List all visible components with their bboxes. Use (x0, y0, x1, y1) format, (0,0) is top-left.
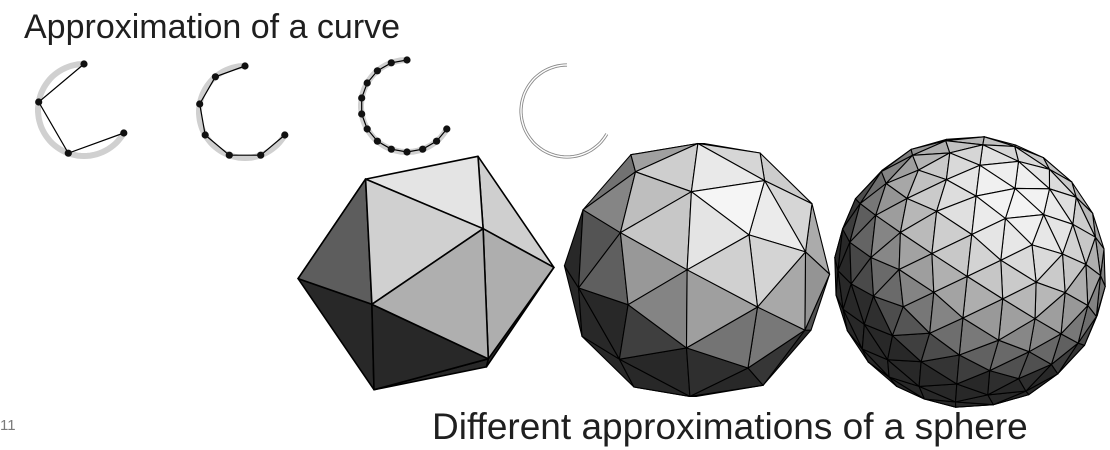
sphere-approximation (297, 155, 555, 391)
vertex-point (363, 125, 371, 133)
vertex-point (257, 151, 265, 159)
curve-approximations (35, 56, 609, 162)
vertex-point (225, 151, 233, 159)
vertex-point (358, 94, 366, 102)
sphere-approximations (297, 136, 1106, 408)
vertex-point (281, 131, 289, 139)
vertex-point (419, 145, 427, 153)
vertex-point (201, 131, 209, 139)
approximating-polyline (361, 59, 448, 153)
curve-approximation (358, 56, 451, 156)
vertex-point (196, 100, 204, 108)
true-arc (358, 57, 450, 156)
mesh-face (482, 227, 555, 360)
mesh-face (686, 234, 759, 308)
page-number: 11 (0, 417, 16, 434)
mesh-face (966, 233, 1002, 277)
vertex-point (403, 56, 411, 64)
mesh-face (371, 227, 490, 360)
vertex-point (120, 129, 128, 137)
slide-title: Approximation of a curve (24, 8, 401, 46)
vertex-point (387, 145, 395, 153)
curve-approximation (196, 62, 289, 162)
sphere-approximation (834, 136, 1106, 408)
vertex-point (241, 62, 249, 70)
vertex-point (387, 59, 395, 67)
vertex-point (358, 110, 366, 118)
vertex-point (64, 149, 72, 157)
vertex-point (35, 98, 43, 106)
vertex-point (373, 67, 381, 75)
curve-approximation (35, 60, 128, 160)
approximating-polyline (37, 63, 125, 154)
sphere-approximation (563, 142, 831, 398)
vertex-point (211, 73, 219, 81)
vertex-point (363, 79, 371, 87)
smooth-curve-highlight (520, 64, 608, 158)
curve-approximation (519, 63, 609, 159)
vertex-point (433, 137, 441, 145)
vertex-point (443, 125, 451, 133)
true-arc (196, 63, 288, 162)
sphere-caption: Different approximations of a sphere (432, 406, 1028, 447)
vertex-point (403, 148, 411, 156)
vertex-point (373, 137, 381, 145)
vertex-point (80, 60, 88, 68)
true-arc (35, 61, 127, 160)
